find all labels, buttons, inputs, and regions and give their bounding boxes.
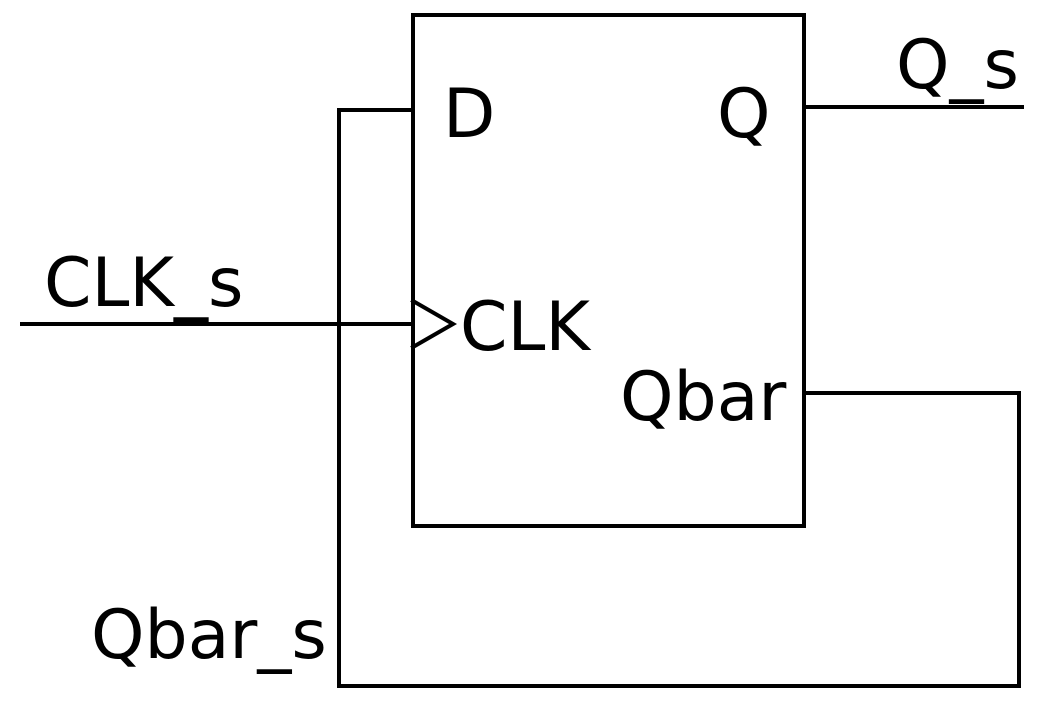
clock-edge-triangle bbox=[410, 298, 458, 350]
pin-label-clk: CLK bbox=[460, 288, 592, 367]
signal-label-qbar-s: Qbar_s bbox=[91, 596, 327, 675]
pin-label-qbar: Qbar bbox=[620, 358, 786, 437]
qbar-feedback-wire bbox=[337, 108, 1021, 688]
signal-label-clk-s: CLK_s bbox=[44, 244, 243, 323]
flipflop-box bbox=[411, 13, 806, 528]
pin-label-q: Q bbox=[717, 75, 771, 154]
signal-label-q-s: Q_s bbox=[896, 26, 1019, 105]
pin-label-d: D bbox=[443, 75, 495, 154]
